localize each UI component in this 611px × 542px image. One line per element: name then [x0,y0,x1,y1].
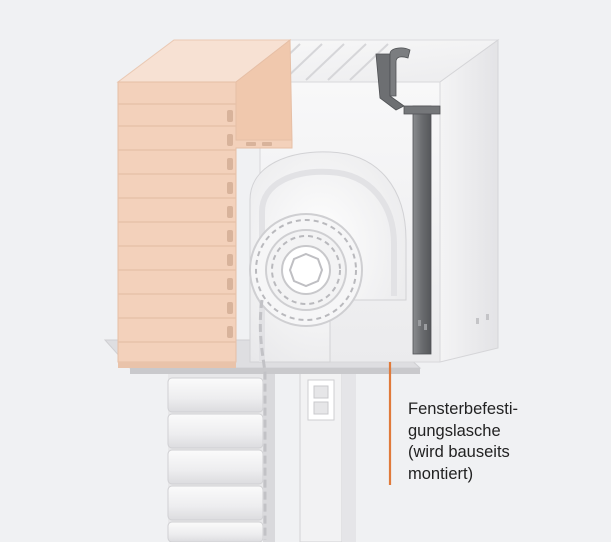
brick-courses [118,103,236,343]
window-frame-side [342,372,356,542]
callout-line-4: montiert) [408,464,474,483]
window-frame-chamber [313,401,329,415]
roller-shutter-roll-icon [249,213,363,327]
callout-line-2: gungslasche [408,421,501,440]
fastening-bracket-icon [375,47,441,355]
shutter-strip [258,299,267,540]
brick-bottom [118,362,236,368]
shutter-slat [167,377,264,413]
bottom-plate-edge [130,368,420,374]
brick-inner [235,38,293,141]
shutter-slat [167,485,264,521]
callout-label: Fensterbefesti- gungslasche (wird bausei… [408,399,598,485]
brick-top-perforations [246,142,272,146]
cavity-ledge [259,168,397,362]
box-side [439,39,499,363]
callout-line-1: Fensterbefesti- [408,400,519,418]
box-side-ticks [476,314,489,324]
callout-line-3: (wird bauseits [408,443,510,461]
brick-perforations [227,110,233,338]
shutter-slat [167,413,264,449]
shutter-slat [167,521,264,542]
window-frame-chamber [313,385,329,399]
shutter-slat [167,449,264,485]
shutter-curtain [167,371,356,542]
brick-shell [116,38,293,368]
